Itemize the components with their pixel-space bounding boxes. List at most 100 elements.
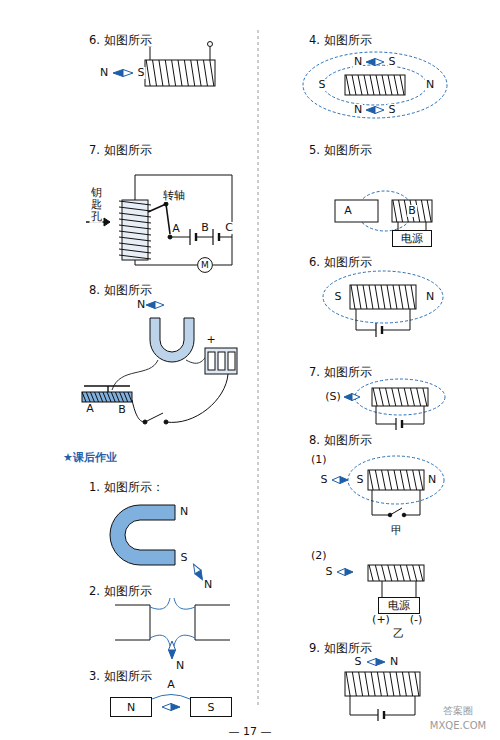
polarity-sign: (+) [371, 614, 391, 626]
winding [369, 285, 373, 309]
watermark: 答案圈 [442, 705, 474, 716]
winding [120, 392, 124, 402]
winding [394, 565, 398, 581]
winding [119, 243, 151, 247]
point-label: A [166, 679, 176, 691]
winding [107, 392, 111, 402]
pole-label: S [334, 291, 343, 303]
solenoid-circuit [323, 271, 443, 337]
winding [119, 213, 151, 217]
winding [394, 470, 398, 490]
winding [351, 285, 355, 309]
winding [382, 565, 386, 581]
winding [95, 392, 99, 402]
winding [146, 60, 150, 86]
polarity-sign: + [205, 334, 216, 346]
winding [119, 219, 151, 223]
winding [369, 470, 373, 490]
compass-needle [337, 569, 353, 576]
winding [390, 672, 394, 696]
part-label: 钥匙孔 [90, 187, 103, 223]
winding [379, 388, 383, 406]
winding [119, 255, 151, 259]
node-text: N [127, 701, 135, 714]
winding [119, 237, 151, 241]
winding [399, 200, 403, 222]
pole-label: N [203, 579, 213, 591]
terminal-label: A [171, 223, 181, 235]
part-label: 转轴 [162, 190, 186, 202]
winding [352, 75, 356, 95]
pole-label: (S) [324, 391, 342, 403]
winding [365, 672, 369, 696]
winding [357, 285, 361, 309]
winding [128, 392, 132, 402]
compass-needle [162, 704, 180, 711]
winding [358, 75, 362, 95]
winding [417, 388, 421, 406]
winding [99, 392, 103, 402]
winding [406, 470, 410, 490]
winding [153, 60, 157, 86]
pole-label: N [353, 104, 363, 116]
winding [172, 60, 176, 86]
relay-circuit [86, 175, 232, 265]
compass-needle [367, 659, 385, 666]
winding [119, 231, 151, 235]
compass-needle [366, 59, 384, 66]
winding [364, 75, 368, 95]
question-heading: 6. 如图所示 [88, 34, 153, 47]
electromagnet-circuit [82, 318, 237, 424]
compass-needle [332, 477, 348, 484]
winding [178, 60, 182, 86]
part-label: B [407, 205, 417, 217]
winding [376, 75, 380, 95]
pole-label: S [388, 56, 397, 68]
winding [409, 672, 413, 696]
winding [387, 285, 391, 309]
winding [419, 565, 423, 581]
winding [404, 388, 408, 406]
winding [165, 60, 169, 86]
question-heading: 3. 如图所示 [88, 670, 153, 683]
winding [119, 207, 151, 211]
solenoid-circuit [348, 456, 444, 517]
coil-windings [82, 60, 431, 696]
winding [413, 565, 417, 581]
pole-label: N [179, 506, 189, 518]
question-heading: 5. 如图所示 [308, 144, 373, 157]
winding [82, 392, 86, 402]
power-supply: 电源 [392, 230, 432, 247]
compass-needle [113, 70, 133, 77]
winding [382, 470, 386, 490]
sub-label: (2) [310, 550, 328, 562]
bar-magnet: N [110, 697, 152, 717]
winding [421, 200, 425, 222]
compass-needle [146, 302, 164, 309]
question-heading: 4. 如图所示 [308, 34, 373, 47]
power-supply: 电源 [378, 597, 420, 614]
winding [399, 285, 403, 309]
winding [86, 392, 90, 402]
winding [346, 672, 350, 696]
compass-needle [169, 641, 176, 659]
pole-label: S [318, 79, 327, 91]
figure-label: 乙 [392, 628, 405, 640]
field-line [152, 695, 190, 700]
winding [197, 60, 201, 86]
winding [388, 470, 392, 490]
winding [203, 60, 207, 86]
winding [392, 388, 396, 406]
winding [400, 565, 404, 581]
pole-label: N [353, 56, 363, 68]
winding [191, 60, 195, 86]
node-text: M [201, 260, 209, 270]
winding [115, 392, 119, 402]
winding [375, 470, 379, 490]
watermark: MXQE.COM [429, 720, 487, 731]
pole-label: N [99, 67, 109, 79]
terminal-label: A [85, 403, 95, 415]
solenoid-figure [145, 42, 215, 87]
winding [377, 672, 381, 696]
